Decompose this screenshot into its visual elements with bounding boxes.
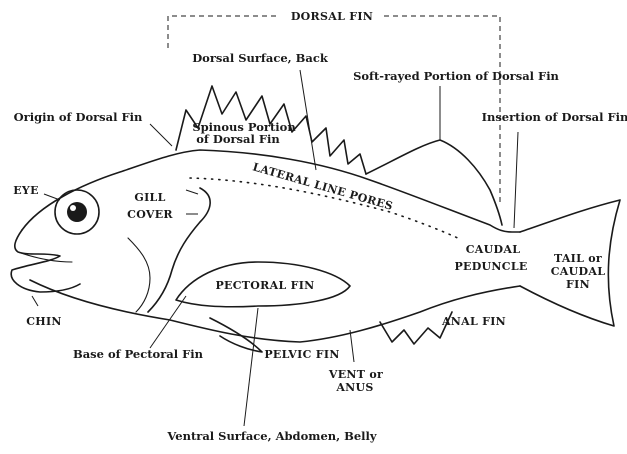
pectoral-fin-label: PECTORAL FIN: [215, 279, 314, 292]
caudal-peduncle-label-line2: PEDUNCLE: [454, 260, 527, 273]
pelvic-fin-label: PELVIC FIN: [264, 348, 339, 361]
origin-dorsal-leader: [150, 124, 172, 146]
base-pectoral-label: Base of Pectoral Fin: [73, 347, 204, 361]
spinous-label-line2: of Dorsal Fin: [196, 132, 280, 146]
fish-eye-pupil: [67, 202, 87, 222]
eye-label: EYE: [13, 184, 39, 197]
insertion-dorsal-leader: [514, 132, 518, 228]
dorsal-fin-bracket-left: [168, 16, 280, 48]
gill-cover-inner: [128, 238, 150, 312]
dorsal-fin-label: DORSAL FIN: [291, 10, 373, 23]
anal-fin-label: ANAL FIN: [441, 315, 506, 328]
chin-leader: [32, 296, 38, 306]
vent-label-line1: VENT or: [328, 368, 383, 381]
vent-label-line2: ANUS: [335, 381, 373, 394]
fish-mouth: [11, 230, 80, 292]
ventral-surface-label: Ventral Surface, Abdomen, Belly: [166, 429, 376, 443]
tail-label-line1: TAIL or: [554, 252, 602, 265]
fish-eye-highlight: [70, 205, 76, 211]
tail-label-line3: FIN: [566, 278, 590, 291]
dorsal-surface-label: Dorsal Surface, Back: [192, 51, 329, 65]
gill-cover-outline: [148, 188, 210, 312]
soft-rayed-label: Soft-rayed Portion of Dorsal Fin: [353, 69, 559, 83]
eye-leader: [44, 194, 60, 200]
chin-label: CHIN: [26, 315, 62, 328]
ventral-surface-leader: [244, 308, 258, 426]
gill-label-line1: GILL: [134, 191, 165, 204]
tail-label-line2: CAUDAL: [551, 265, 606, 278]
gill-label-line2: COVER: [127, 208, 173, 221]
lateral-line-label: LATERAL LINE PORES: [251, 160, 394, 213]
fish-body-outline: [22, 150, 520, 232]
origin-dorsal-label: Origin of Dorsal Fin: [14, 110, 143, 124]
gill-arrow-1: [186, 190, 198, 194]
caudal-peduncle-label-line1: CAUDAL: [466, 243, 521, 256]
insertion-dorsal-label: Insertion of Dorsal Fin: [482, 110, 627, 124]
soft-rayed-dorsal-fin: [366, 140, 502, 225]
vent-leader: [350, 330, 354, 362]
